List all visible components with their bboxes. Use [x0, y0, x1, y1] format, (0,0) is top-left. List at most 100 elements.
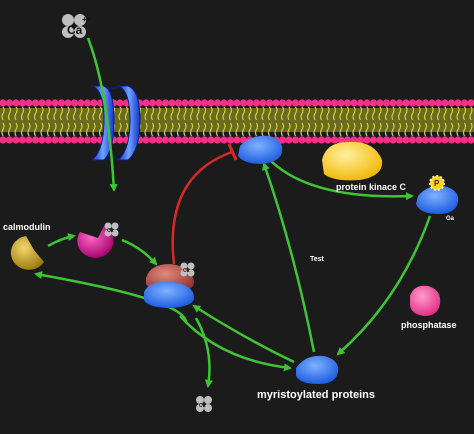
lipid-head: [57, 99, 66, 107]
lipid-head: [291, 136, 300, 144]
lipid-head: [337, 136, 345, 144]
lipid-head: [200, 99, 209, 107]
ca-on-calmodulin-label: Ca: [107, 228, 114, 234]
lipid-head: [18, 99, 27, 107]
lipid-head: [213, 99, 222, 107]
lipid-head: [324, 99, 332, 107]
lipid-head: [434, 99, 443, 107]
lipid-head: [187, 99, 196, 107]
lipid-heads-bottom: [0, 136, 474, 144]
lipid-head: [324, 136, 332, 144]
lipid-tail: [332, 106, 337, 121]
lipid-tail: [410, 106, 415, 121]
lipid-head: [291, 99, 300, 107]
lipid-head: [285, 99, 293, 107]
lipid-tail: [59, 106, 64, 121]
lipid-tail: [430, 106, 434, 121]
lipid-head: [5, 136, 14, 144]
lipid-head: [402, 99, 410, 107]
lipid-tail: [20, 122, 25, 137]
lipid-head: [207, 136, 215, 144]
arrow-ca-influx: [86, 37, 118, 192]
lipid-tail: [261, 122, 265, 137]
inhibition-bar: [227, 143, 238, 161]
phospho-label: P: [434, 179, 440, 188]
lipid-head: [155, 99, 163, 107]
lipid-tail: [85, 122, 90, 137]
lipid-tail: [72, 122, 77, 137]
arrow-myristoylated-to-membrane: [262, 162, 316, 353]
lipid-head: [168, 99, 176, 107]
lipid-head: [259, 99, 267, 107]
ca-ion-label: Ca: [67, 23, 83, 37]
calcium-ion-on-complex: [180, 262, 195, 277]
lipid-head: [369, 99, 378, 107]
lipid-head: [57, 136, 66, 144]
lipid-tail: [378, 106, 382, 121]
lipid-tail: [326, 122, 330, 137]
lipid-tail: [183, 106, 187, 121]
lipid-tail: [196, 106, 200, 121]
lipid-tail: [72, 106, 77, 121]
phosphatase-label: phosphatase: [401, 320, 457, 330]
lipid-tail: [163, 106, 168, 121]
lipid-tail: [423, 106, 428, 121]
lipid-head: [51, 136, 59, 144]
calcium-channel: [90, 85, 141, 161]
lipid-head: [0, 136, 7, 144]
lipid-head: [441, 136, 449, 144]
lipid-tail: [339, 106, 343, 121]
lipid-head: [330, 99, 339, 107]
lipid-tail: [365, 122, 369, 137]
lipid-head: [31, 136, 40, 144]
lipid-tail: [150, 122, 155, 137]
lipid-tail: [306, 122, 311, 137]
lipid-head: [77, 99, 85, 107]
lipid-tail: [241, 106, 246, 121]
lipid-tail: [313, 106, 317, 121]
lipid-tail: [248, 122, 252, 137]
lipid-head: [51, 99, 59, 107]
lipid-tail: [98, 106, 103, 121]
lipid-tail: [176, 106, 181, 121]
lipid-head: [415, 99, 423, 107]
lipid-tail: [462, 106, 467, 121]
lipid-head: [311, 136, 319, 144]
lipid-head: [402, 136, 410, 144]
lipid-tail: [384, 122, 389, 137]
lipid-head: [31, 99, 40, 107]
lipid-tail: [170, 122, 174, 137]
lipid-head: [233, 136, 241, 144]
lipid-tail: [33, 106, 38, 121]
lipid-head: [12, 99, 20, 107]
lipid-head: [460, 136, 469, 144]
cell-membrane: [0, 99, 474, 144]
lipid-tail: [20, 106, 25, 121]
lipid-head: [25, 99, 33, 107]
lipid-tail: [332, 122, 337, 137]
lipid-head: [239, 99, 248, 107]
lipid-tail: [92, 122, 96, 137]
lipid-head: [369, 136, 378, 144]
lipid-tail: [274, 122, 278, 137]
lipid-tail: [202, 106, 207, 121]
lipid-head: [350, 136, 358, 144]
lipid-head: [168, 136, 176, 144]
lipid-tail: [163, 122, 168, 137]
lipid-tail: [7, 106, 12, 121]
arrow-phospho-to-myristoylated: [336, 215, 432, 356]
membrane-protein: [238, 135, 283, 164]
myristoylated-protein: [296, 355, 339, 384]
lipid-tail: [85, 106, 90, 121]
lipid-tail: [274, 106, 278, 121]
lipid-head: [142, 136, 150, 144]
calmodulin: [10, 236, 44, 270]
lipid-head: [298, 99, 306, 107]
lipid-tail: [293, 122, 298, 137]
lipid-head: [25, 136, 33, 144]
lipid-head: [226, 99, 235, 107]
ca-charge-label: ++: [82, 15, 92, 24]
lipid-tail: [40, 106, 44, 121]
arrow-ca-release: [194, 317, 213, 388]
lipid-tail: [261, 106, 265, 121]
